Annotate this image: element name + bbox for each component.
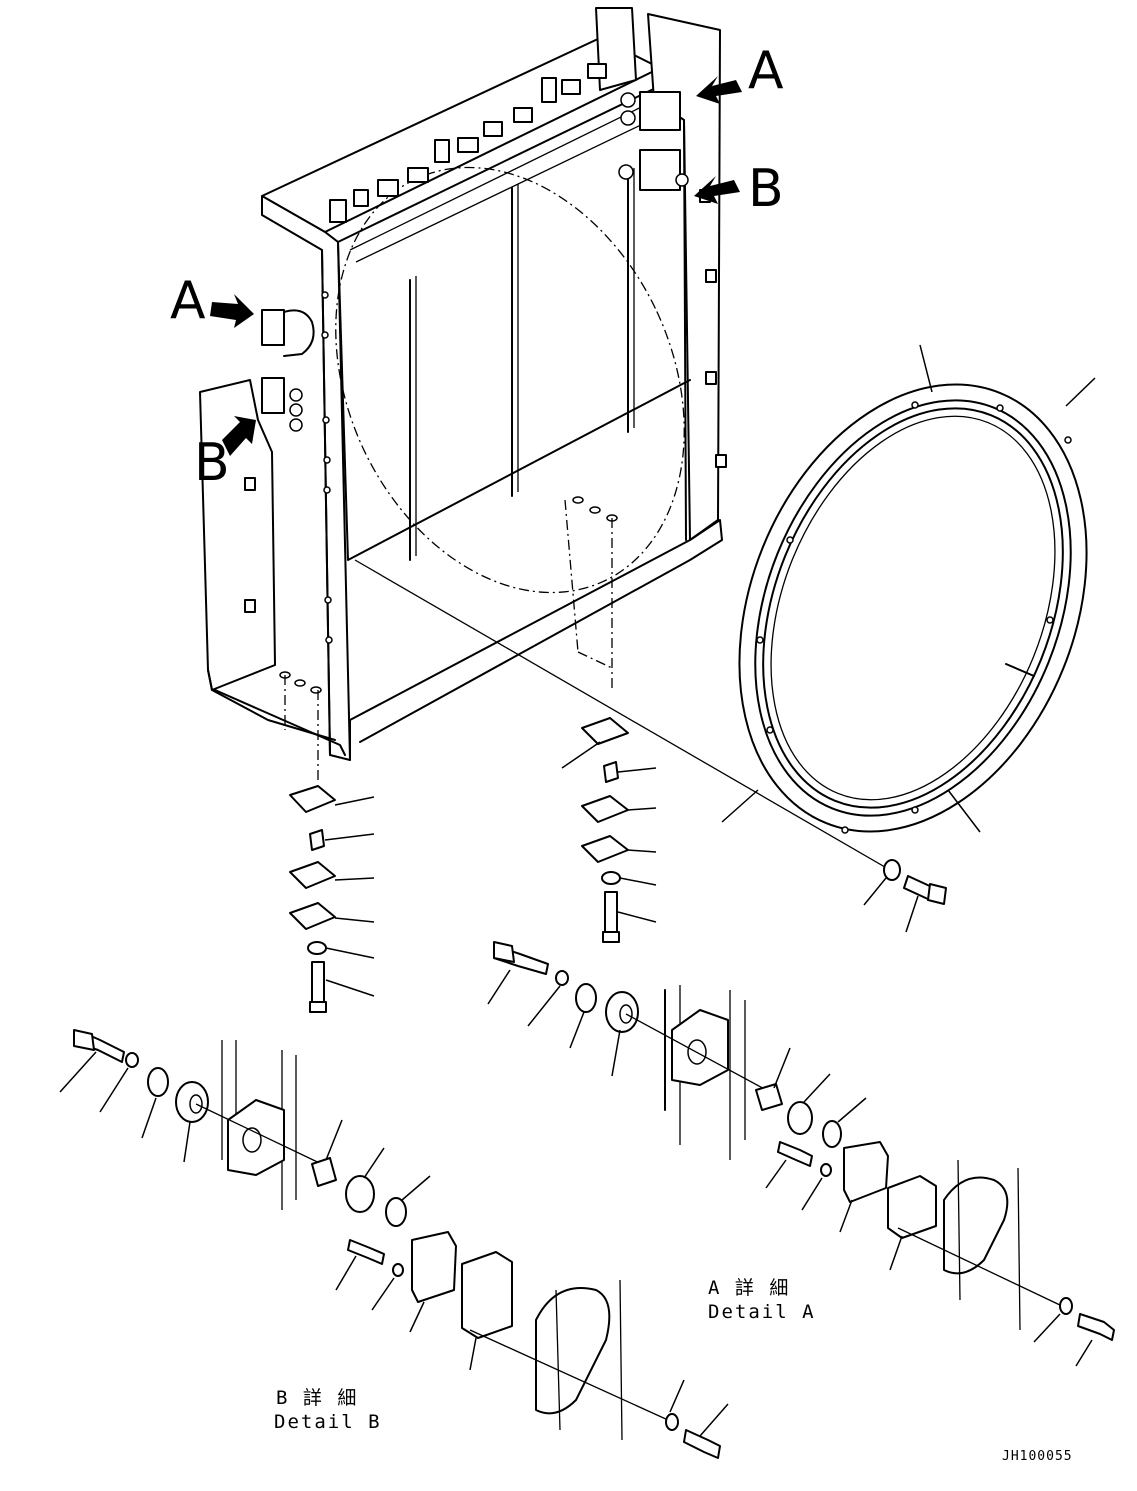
detail-b-label-en: Detail B <box>274 1411 382 1433</box>
drawing-code: JH100055 <box>1002 1449 1073 1464</box>
detail-a-label-jp: A 詳 細 <box>708 1277 790 1299</box>
view-arrow-a-left <box>210 294 254 328</box>
mount-stack-right <box>561 717 657 943</box>
detail-b-label-jp: B 詳 細 <box>276 1387 358 1409</box>
view-letter-a-left: A <box>170 271 206 331</box>
view-letter-a-top: A <box>748 41 784 101</box>
view-letter-b-left: B <box>194 433 230 493</box>
detail-a-assembly <box>487 941 1115 1367</box>
detail-a-label-en: Detail A <box>708 1301 816 1323</box>
view-arrow-b-top <box>694 176 740 204</box>
ring-fasteners <box>863 859 947 933</box>
view-arrow-b-left <box>222 416 256 456</box>
mount-stack-left <box>289 785 375 1013</box>
view-arrow-a-top <box>696 76 742 104</box>
radiator-frame <box>199 7 891 871</box>
shroud-ring <box>721 344 1096 834</box>
detail-b-assembly <box>59 1029 729 1459</box>
view-letter-b-top: B <box>748 159 784 219</box>
